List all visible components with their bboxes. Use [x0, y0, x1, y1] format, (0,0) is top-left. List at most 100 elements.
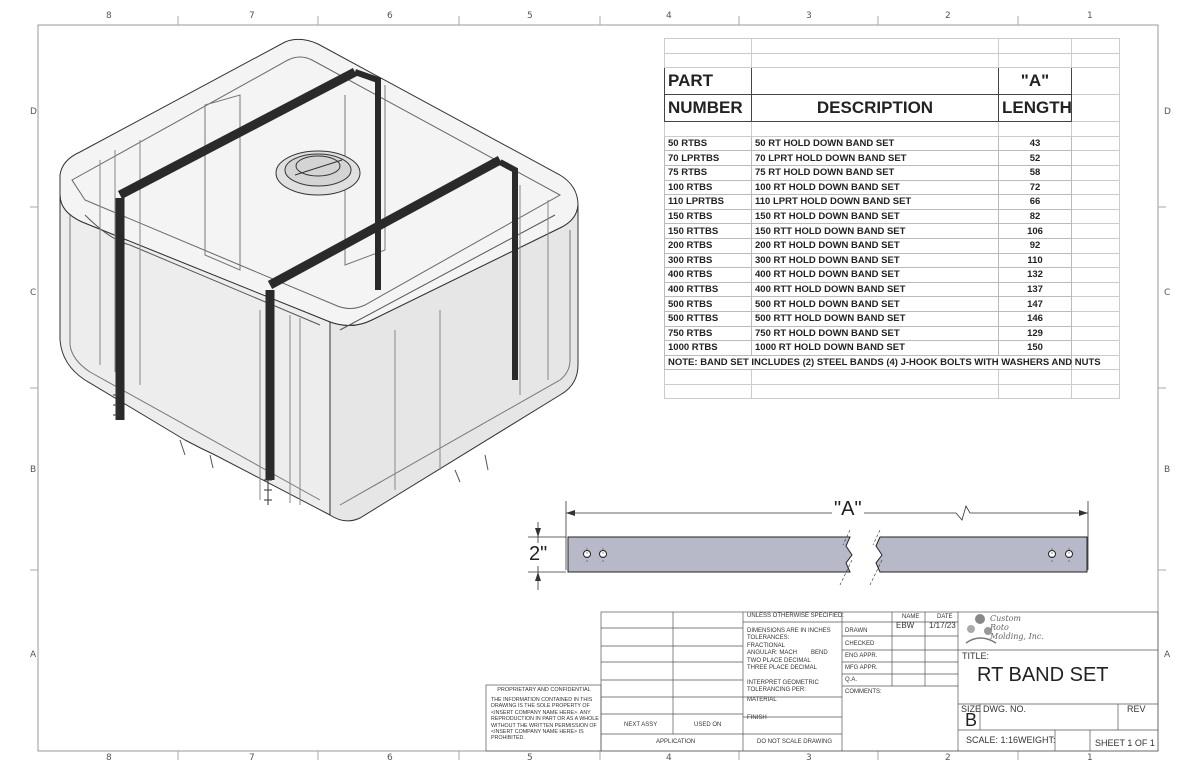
part-number-cell: 150 RTTBS — [664, 223, 752, 239]
rev-label: REV — [1127, 704, 1146, 714]
zone-label-bottom-2: 2 — [945, 753, 951, 763]
description-cell: 150 RTT HOLD DOWN BAND SET — [751, 223, 999, 239]
length-cell: 66 — [998, 194, 1072, 210]
part-number-cell: 400 RTTBS — [664, 281, 752, 298]
fractional-label: FRACTIONAL — [747, 643, 786, 649]
length-cell: 82 — [998, 208, 1072, 225]
title-block-grid — [485, 611, 1159, 752]
header-part: PART — [664, 67, 752, 96]
scale-label: SCALE: 1:16 — [966, 735, 1019, 745]
sheet-label: SHEET 1 OF 1 — [1095, 738, 1155, 748]
zone-label-bottom-8: 8 — [106, 753, 112, 763]
length-cell: 92 — [998, 237, 1072, 254]
company-logo — [965, 614, 997, 644]
header-a: "A" — [998, 67, 1072, 96]
zone-label-left-a: A — [30, 650, 37, 660]
drawn-name: EBW — [896, 621, 915, 630]
size-label: SIZE — [961, 704, 982, 714]
zone-label-bottom-6: 6 — [387, 753, 393, 763]
description-cell: 400 RTT HOLD DOWN BAND SET — [751, 281, 999, 298]
length-cell: 129 — [998, 325, 1072, 342]
band-right-segment — [875, 536, 1088, 573]
zone-label-left-d: D — [30, 107, 37, 117]
zone-label-top-2: 2 — [945, 11, 951, 21]
zone-label-top-4: 4 — [666, 11, 672, 21]
length-cell: 150 — [998, 340, 1072, 356]
zone-label-right-a: A — [1164, 650, 1171, 660]
part-number-cell: 750 RTBS — [664, 325, 752, 342]
band-detail-view — [528, 501, 1089, 590]
logo-line-1: Custom — [990, 614, 1021, 623]
j-hook-bolts — [113, 385, 272, 505]
band-left-segment — [567, 536, 853, 573]
zone-label-bottom-3: 3 — [806, 753, 812, 763]
interpret-label-2: TOLERANCING PER: — [747, 687, 806, 693]
part-number-cell: 75 RTBS — [664, 164, 752, 181]
description-cell: 200 RT HOLD DOWN BAND SET — [751, 237, 999, 254]
application-label: APPLICATION — [656, 739, 696, 745]
length-cell: 52 — [998, 150, 1072, 166]
size-value: B — [965, 710, 978, 730]
dimensions-note: DIMENSIONS ARE IN INCHES — [747, 628, 831, 634]
zone-label-right-b: B — [1164, 465, 1171, 475]
mfg-appr-label: MFG APPR. — [845, 665, 878, 671]
length-cell: 58 — [998, 164, 1072, 181]
material-label: MATERIAL — [747, 697, 777, 703]
eng-appr-label: ENG APPR. — [845, 653, 878, 659]
zone-label-bottom-7: 7 — [249, 753, 255, 763]
length-cell: 106 — [998, 223, 1072, 239]
zone-label-top-5: 5 — [527, 11, 533, 21]
dimension-2in-label: 2" — [529, 543, 548, 566]
do-not-scale-label: DO NOT SCALE DRAWING — [757, 739, 833, 745]
comments-label: COMMENTS: — [845, 689, 882, 695]
dimension-a-label: "A" — [832, 498, 864, 521]
three-place-label: THREE PLACE DECIMAL — [747, 665, 818, 671]
drawing-title: RT BAND SET — [977, 664, 1109, 686]
zone-label-bottom-4: 4 — [666, 753, 672, 763]
drawn-date: 1/17/23 — [929, 621, 956, 630]
dwg-no-label: DWG. NO. — [983, 704, 1026, 714]
weight-label: WEIGHT: — [1018, 735, 1056, 745]
description-cell: 300 RT HOLD DOWN BAND SET — [751, 252, 999, 269]
length-cell: 43 — [998, 135, 1072, 152]
zone-label-bottom-1: 1 — [1087, 753, 1093, 763]
header-description: DESCRIPTION — [751, 94, 999, 123]
dimension-line-a — [566, 504, 1088, 521]
length-cell: 110 — [998, 252, 1072, 269]
proprietary-title: PROPRIETARY AND CONFIDENTIAL — [497, 687, 591, 693]
name-column-label: NAME — [902, 614, 920, 620]
zone-label-left-c: C — [30, 288, 37, 298]
logo-line-3: Molding, Inc. — [990, 632, 1044, 641]
description-cell: 150 RT HOLD DOWN BAND SET — [751, 208, 999, 225]
title-label: TITLE: — [962, 651, 990, 661]
company-logo-text: Custom Roto Molding, Inc. — [990, 614, 1044, 641]
zone-label-top-1: 1 — [1087, 11, 1093, 21]
part-number-cell: 150 RTBS — [664, 208, 752, 225]
zone-label-right-d: D — [1164, 107, 1171, 117]
description-cell: 500 RTT HOLD DOWN BAND SET — [751, 310, 999, 327]
description-cell: 1000 RT HOLD DOWN BAND SET — [751, 340, 999, 356]
band-set-note: NOTE: BAND SET INCLUDES (2) STEEL BANDS … — [664, 354, 1101, 371]
part-number-cell: 110 LPRTBS — [664, 194, 752, 210]
description-cell: 70 LPRT HOLD DOWN BAND SET — [751, 150, 999, 166]
qa-label: Q.A. — [845, 677, 858, 683]
bend-label: BEND — [811, 650, 828, 656]
description-cell: 400 RT HOLD DOWN BAND SET — [751, 267, 999, 283]
zone-label-top-7: 7 — [249, 11, 255, 21]
zone-label-top-8: 8 — [106, 11, 112, 21]
angular-label: ANGULAR: MACH — [747, 650, 798, 656]
length-cell: 147 — [998, 296, 1072, 312]
zone-label-top-3: 3 — [806, 11, 812, 21]
